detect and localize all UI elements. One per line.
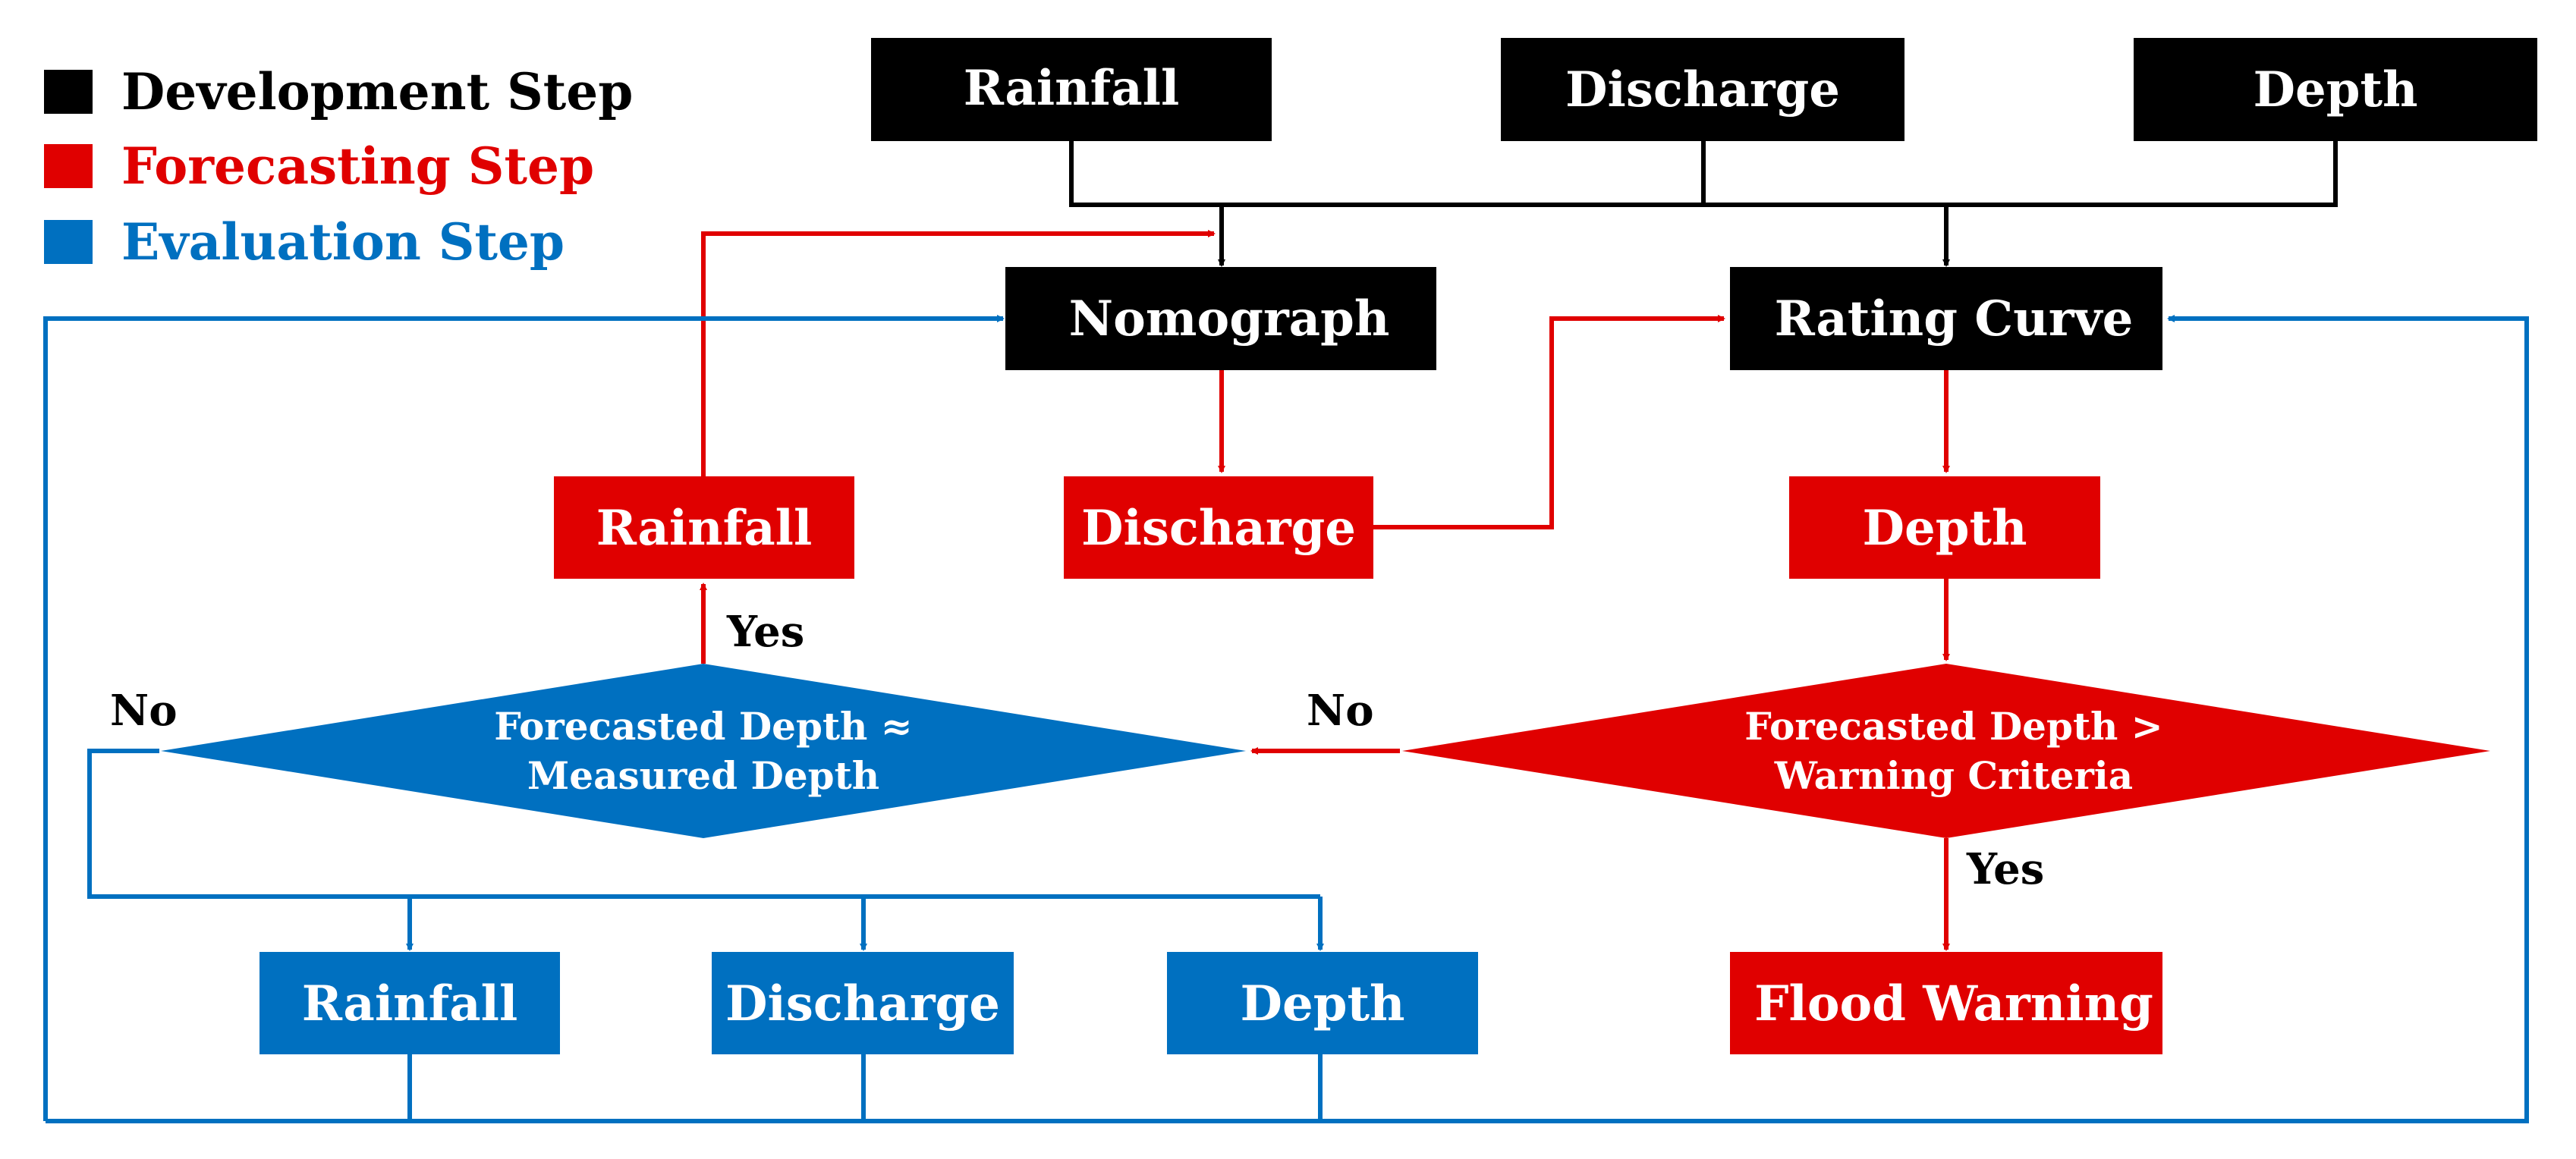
dev-discharge-box [1501,38,1904,141]
fc-depth-box [1789,476,2100,579]
dev-depth-label: Depth [2253,61,2417,118]
legend-swatch-evaluation [44,220,93,264]
evaluation-decision-line1: Forecasted Depth ≈ [494,704,912,749]
dev-depth-box [2134,38,2537,141]
evaluation-decision-line2: Measured Depth [527,753,879,798]
dev-rainfall-label: Rainfall [964,60,1180,117]
warning-decision-diamond [1402,664,2490,838]
legend-label-evaluation: Evaluation Step [121,212,565,272]
fc-depth-label: Depth [1862,500,2027,557]
connector-eval-bottom-loop [46,319,2529,1123]
fc-discharge-label: Discharge [1081,500,1356,557]
edge-label-no-evaluation: No [1307,686,1374,736]
nomograph-box [1005,267,1436,370]
rating-curve-label: Rating Curve [1775,291,2134,347]
edge-label-yes-rainfall: Yes [726,607,804,657]
eval-discharge-box [712,952,1014,1054]
nomograph-label: Nomograph [1069,291,1390,347]
fc-rainfall-box [554,476,854,579]
connector-eval-to-nomograph [43,315,1005,1121]
evaluation-decision-diamond [161,664,1246,838]
evaluation-nodes: Forecasted Depth ≈ Measured Depth Rainfa… [161,664,1478,1054]
legend-label-forecasting: Forecasting Step [121,137,594,196]
legend-swatch-forecasting [44,144,93,188]
dev-discharge-label: Discharge [1565,61,1840,118]
connector-rainfall-to-nomograph [701,230,1216,476]
flood-warning-label: Flood Warning [1754,975,2153,1032]
eval-depth-label: Depth [1240,975,1404,1032]
edge-label-no-left: No [110,686,178,736]
fc-discharge-box [1064,476,1373,579]
eval-depth-box [1167,952,1478,1054]
eval-rainfall-box [259,952,560,1054]
flood-warning-box [1730,952,2162,1054]
connector-discharge-to-rating-curve [1373,315,1725,529]
warning-decision-line1: Forecasted Depth > [1744,704,2162,749]
development-nodes: Rainfall Discharge Depth Nomograph Ratin… [871,38,2537,370]
edge-labels: Yes No No Yes [110,607,2044,894]
connectors [43,141,2529,1123]
dev-rainfall-box [871,38,1272,141]
fc-rainfall-label: Rainfall [596,500,813,557]
legend-swatch-development [44,70,93,114]
rating-curve-box [1730,267,2162,370]
forecasting-nodes: Rainfall Discharge Depth Forecasted Dept… [554,476,2490,1054]
warning-decision-line2: Warning Criteria [1774,753,2133,798]
connector-eval-no-branch [87,749,1320,899]
eval-rainfall-label: Rainfall [302,975,518,1032]
legend-label-development: Development Step [121,62,633,121]
edge-label-yes-warning: Yes [1966,844,2044,894]
eval-discharge-label: Discharge [725,975,1000,1032]
legend: Development Step Forecasting Step Evalua… [44,62,633,272]
